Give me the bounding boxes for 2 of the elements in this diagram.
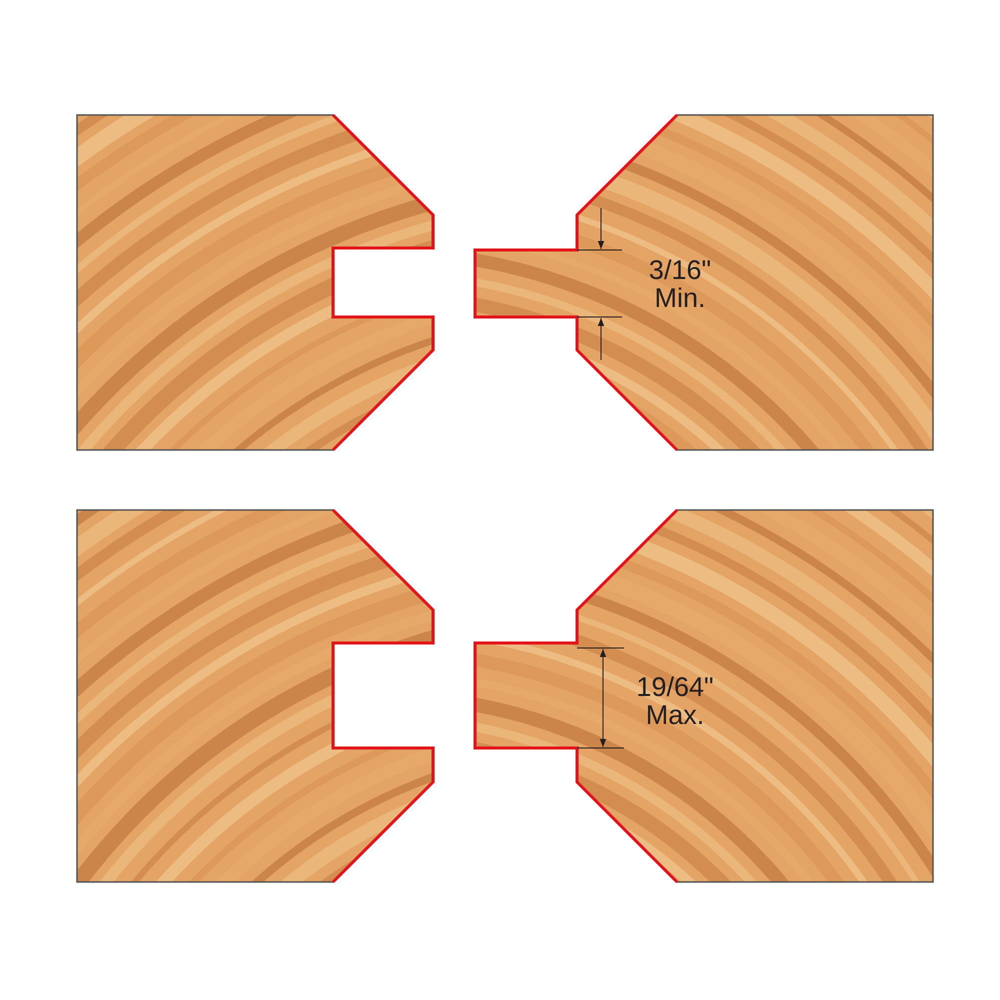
dimension-label: 3/16" Min.	[648, 256, 712, 312]
dimension-label: 19/64" Max.	[635, 673, 715, 729]
